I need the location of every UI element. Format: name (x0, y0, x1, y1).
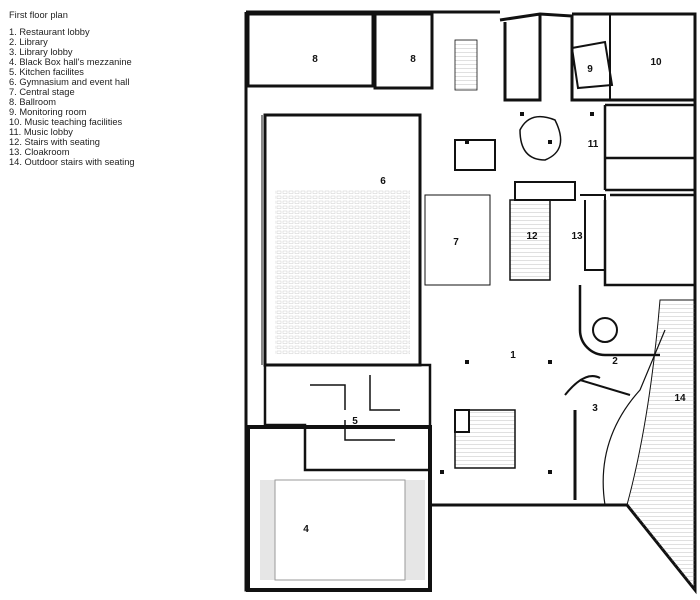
legend-item: 5. Kitchen facilites (9, 67, 84, 77)
room-4 (246, 425, 432, 592)
room-label-3: 3 (592, 403, 598, 414)
room-label-2: 2 (612, 356, 618, 367)
legend-item: 6. Gymnasium and event hall (9, 77, 130, 87)
legend-item: 14. Outdoor stairs with seating (9, 157, 135, 167)
room-label-5: 5 (352, 416, 358, 427)
room-label-6: 6 (380, 176, 386, 187)
legend: First floor plan 1. Restaurant lobby 2. … (9, 10, 135, 167)
room-label-1: 1 (510, 350, 516, 361)
columns (440, 112, 594, 474)
room-label-8: 8 (312, 54, 318, 65)
spiral-stair (592, 317, 618, 343)
legend-title: First floor plan (9, 10, 68, 20)
room-label-13: 13 (571, 231, 583, 242)
room-label-14: 14 (674, 393, 686, 404)
room-8a (246, 12, 375, 88)
legend-item: 11. Music lobby (9, 127, 73, 137)
legend-item: 13. Cloakroom (9, 147, 70, 157)
legend-item: 3. Library lobby (9, 47, 73, 57)
room-label-11: 11 (588, 139, 599, 150)
room-label-10: 10 (650, 57, 662, 68)
room-label-12: 12 (526, 231, 538, 242)
room-12 (509, 199, 551, 281)
room-14 (626, 299, 696, 592)
room-label-4: 4 (303, 524, 309, 535)
library-curve (564, 375, 631, 396)
room-label-9: 9 (587, 64, 593, 75)
room-7 (424, 194, 491, 286)
room-8b (373, 12, 434, 90)
room-13 (580, 194, 606, 271)
room-label-7: 7 (453, 237, 459, 248)
room-label-8: 8 (410, 54, 416, 65)
legend-item: 8. Ballroom (9, 97, 57, 107)
legend-item: 10. Music teaching facilities (9, 117, 123, 127)
music-block (499, 12, 695, 102)
legend-item: 12. Stairs with seating (9, 137, 100, 147)
room-5 (263, 363, 432, 472)
room-9 (570, 40, 614, 90)
legend-item: 1. Restaurant lobby (9, 27, 90, 37)
legend-item: 4. Black Box hall's mezzanine (9, 57, 132, 67)
legend-item: 2. Library (9, 37, 48, 47)
legend-item: 9. Monitoring room (9, 107, 87, 117)
legend-item: 7. Central stage (9, 87, 75, 97)
